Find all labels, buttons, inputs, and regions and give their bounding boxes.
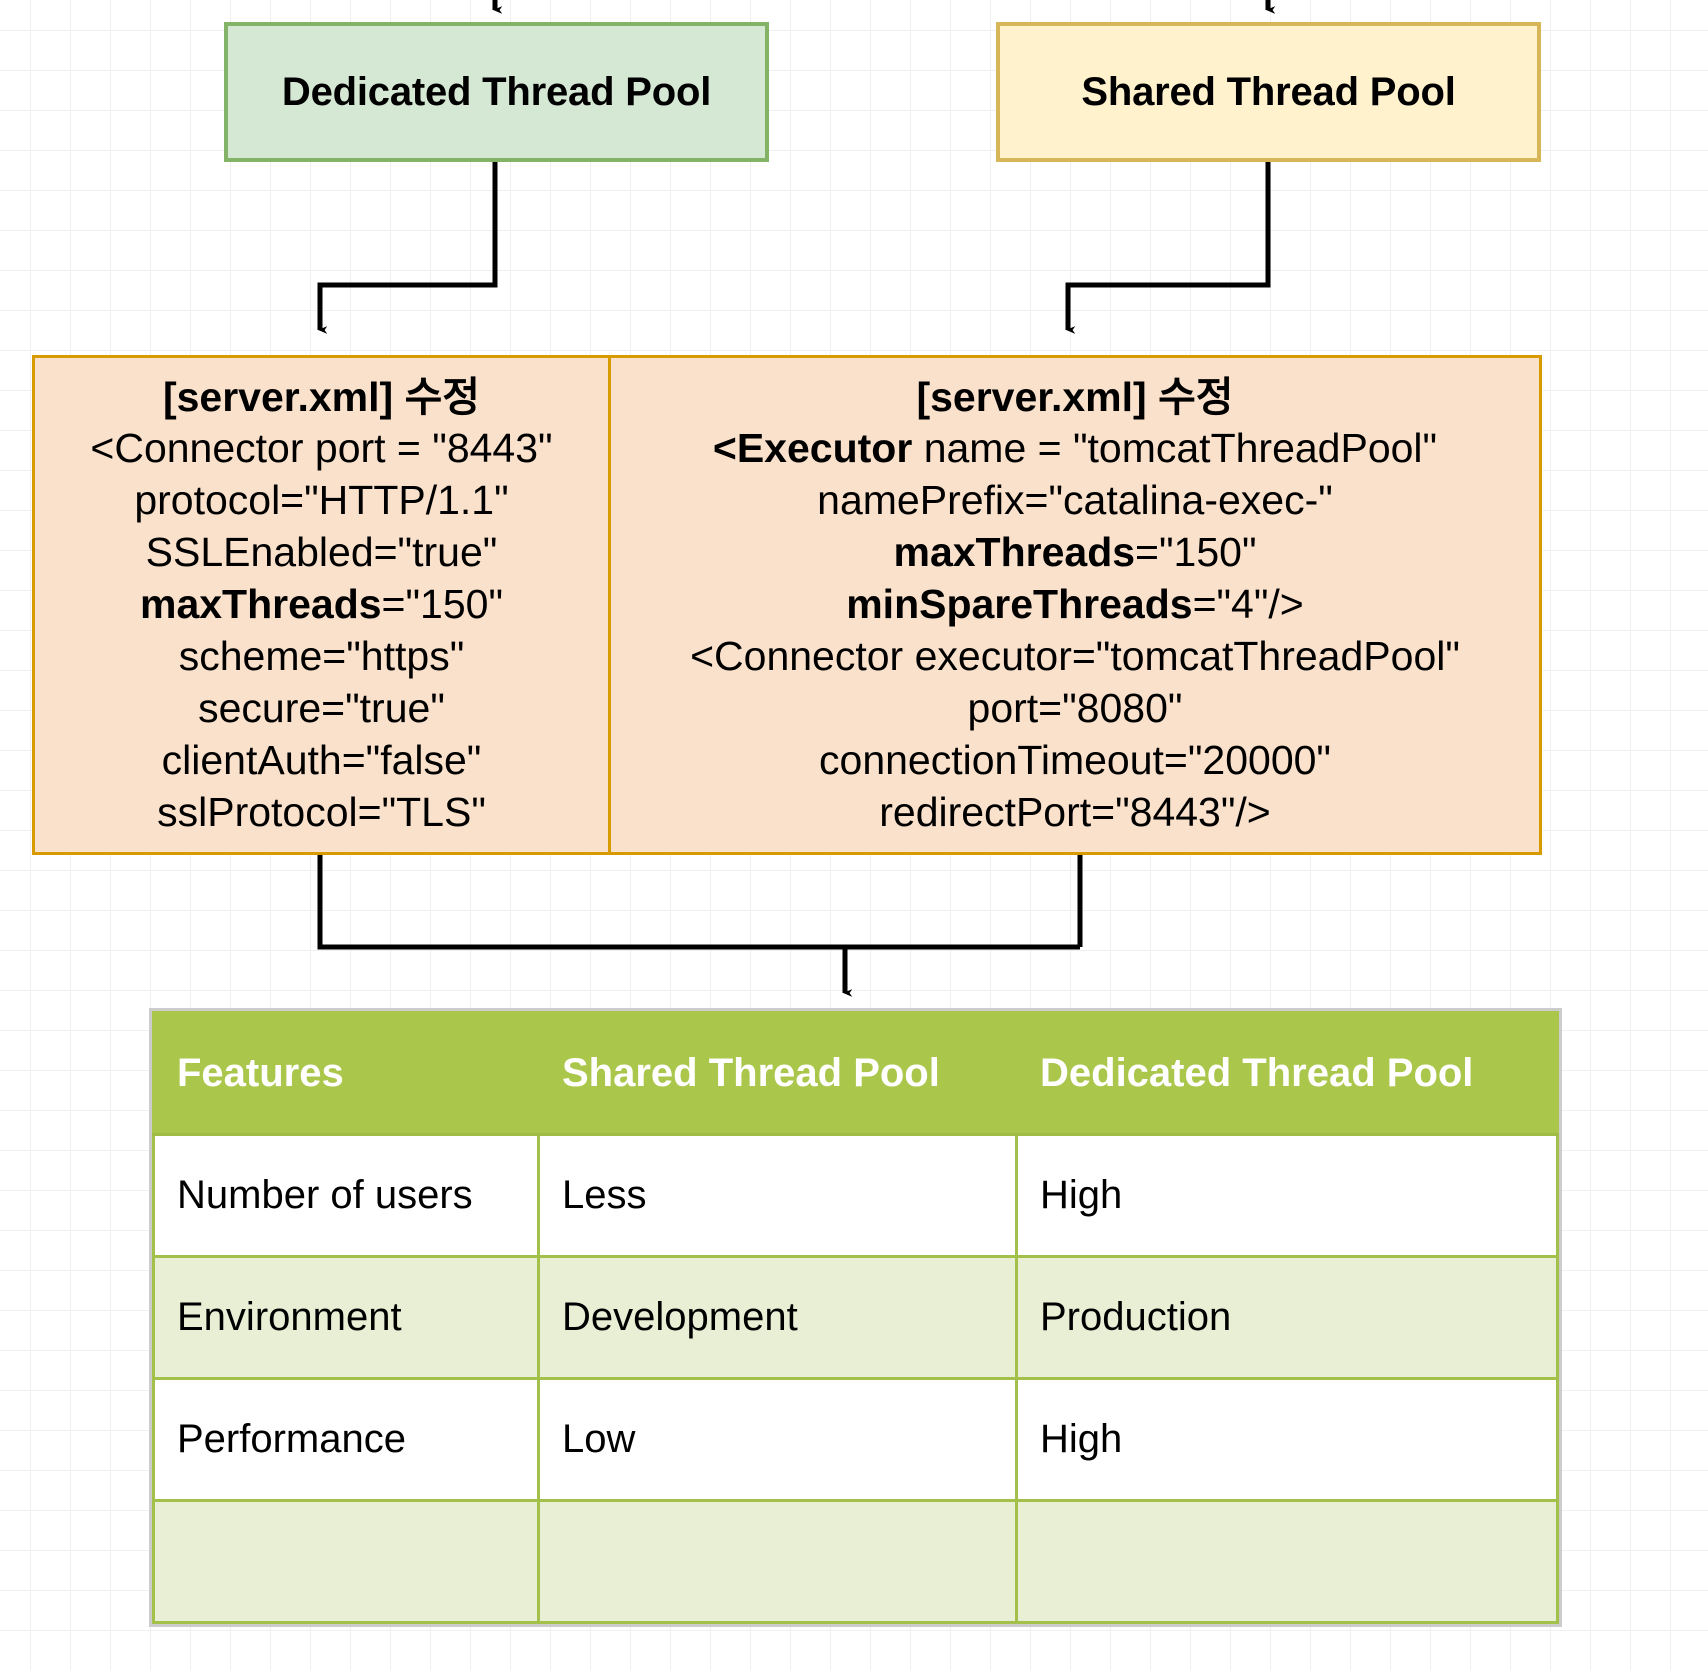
code-block-dedicated-connector[interactable]: [server.xml] 수정 <Connector port = "8443"… [35, 358, 611, 852]
code-right-line-7: redirectPort="8443"/> [879, 788, 1271, 835]
table-cell-dedicated: High [1015, 1377, 1559, 1502]
code-left-line-2: SSLEnabled="true" [145, 529, 498, 576]
arrow-dedicated-to-left-code [317, 162, 498, 334]
table-row: Performance Low High [152, 1377, 1559, 1502]
code-right-line-0: <Executor name = "tomcatThreadPool" [712, 425, 1438, 472]
code-left-line-0: <Connector port = "8443" [90, 425, 553, 472]
arrow-code-to-table [317, 855, 1083, 997]
code-left-line-1: protocol="HTTP/1.1" [134, 477, 509, 524]
table-cell-dedicated [1015, 1499, 1559, 1624]
code-left-line-5: secure="true" [198, 684, 445, 731]
node-dedicated-thread-pool-label: Dedicated Thread Pool [281, 69, 712, 114]
code-left-line-4: scheme="https" [178, 632, 465, 679]
code-right-line-2: maxThreads="150" [893, 529, 1257, 576]
code-right-title: [server.xml] 수정 [916, 373, 1234, 420]
table-cell-feature [152, 1499, 540, 1624]
table-header-row: Features Shared Thread Pool Dedicated Th… [152, 1011, 1559, 1136]
code-left-line-7: sslProtocol="TLS" [157, 788, 486, 835]
table-header-features: Features [152, 1011, 540, 1136]
table-cell-shared: Low [537, 1377, 1018, 1502]
code-left-line-3: maxThreads="150" [139, 581, 504, 628]
table-cell-feature: Environment [152, 1255, 540, 1380]
code-block-shared-executor[interactable]: [server.xml] 수정 <Executor name = "tomcat… [611, 358, 1539, 852]
code-right-line-3: minSpareThreads="4"/> [846, 581, 1304, 628]
server-xml-config-group: [server.xml] 수정 <Connector port = "8443"… [32, 355, 1542, 855]
table-cell-dedicated: High [1015, 1133, 1559, 1258]
code-left-line-6: clientAuth="false" [161, 736, 482, 783]
table-cell-shared [537, 1499, 1018, 1624]
table-cell-shared: Less [537, 1133, 1018, 1258]
table-header-shared-thread-pool: Shared Thread Pool [537, 1011, 1018, 1136]
table-cell-feature: Performance [152, 1377, 540, 1502]
table-row: Environment Development Production [152, 1255, 1559, 1380]
table-cell-feature: Number of users [152, 1133, 540, 1258]
code-right-line-1: namePrefix="catalina-exec-" [817, 477, 1333, 524]
table-cell-shared: Development [537, 1255, 1018, 1380]
code-right-line-5: port="8080" [967, 684, 1183, 731]
node-shared-thread-pool[interactable]: Shared Thread Pool [996, 22, 1541, 162]
node-dedicated-thread-pool[interactable]: Dedicated Thread Pool [224, 22, 769, 162]
code-right-line-6: connectionTimeout="20000" [819, 736, 1331, 783]
table-cell-dedicated: Production [1015, 1255, 1559, 1380]
table-row [152, 1499, 1559, 1624]
code-right-line-4: <Connector executor="tomcatThreadPool" [690, 632, 1460, 679]
arrow-shared-to-right-code [1065, 162, 1271, 334]
table-row: Number of users Less High [152, 1133, 1559, 1258]
table-header-dedicated-thread-pool: Dedicated Thread Pool [1015, 1011, 1559, 1136]
thread-pool-comparison-table: Features Shared Thread Pool Dedicated Th… [152, 1011, 1559, 1624]
node-shared-thread-pool-label: Shared Thread Pool [1081, 69, 1456, 114]
code-left-title: [server.xml] 수정 [162, 373, 481, 420]
